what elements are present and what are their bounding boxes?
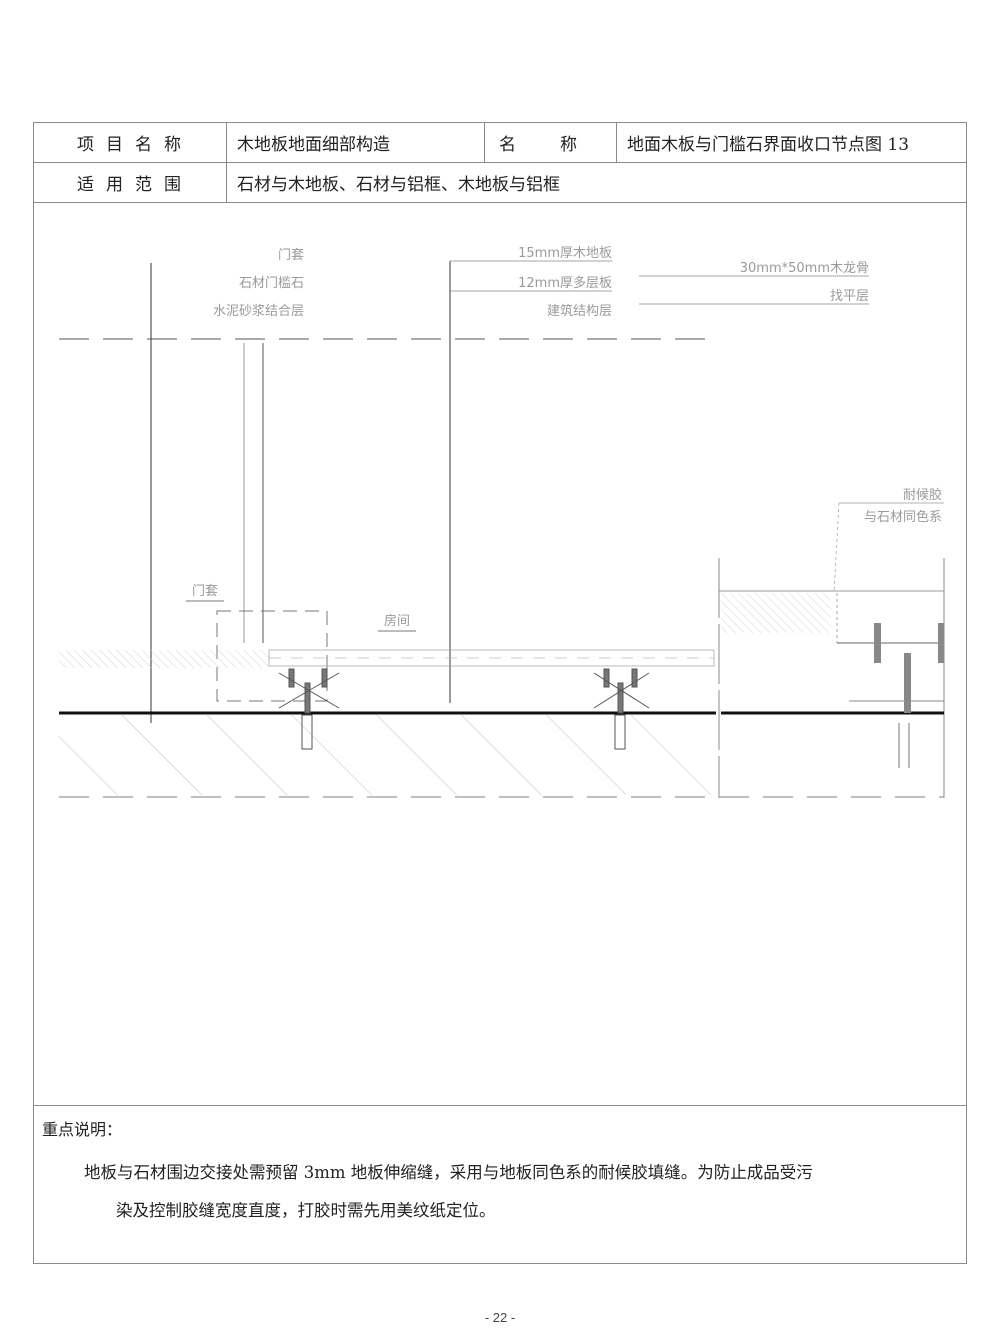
spec-sheet: 项目名称 木地板地面细部构造 名称 地面木板与门槛石界面收口节点图 13 适用范… [33,122,967,1264]
label-structure: 建筑结构层 [547,303,612,319]
key-notes-section: 重点说明： 地板与石材围边交接处需预留 3mm 地板伸缩缝，采用与地板同色系的耐… [34,1105,966,1263]
label-marker-door-casing: 门套 [192,583,218,599]
notes-line-1: 地板与石材围边交接处需预留 3mm 地板伸缩缝，采用与地板同色系的耐候胶填缝。为… [84,1163,813,1182]
label-stone-threshold: 石材门槛石 [239,276,304,291]
label-wood-floor: 15mm厚木地板 [518,246,612,261]
label-marker-room: 房间 [384,613,410,629]
label-door-casing: 门套 [278,247,304,263]
project-name-value: 木地板地面细部构造 [226,123,484,162]
notes-body: 地板与石材围边交接处需预留 3mm 地板伸缩缝，采用与地板同色系的耐候胶填缝。为… [84,1154,956,1230]
header-row-project: 项目名称 木地板地面细部构造 名称 地面木板与门槛石界面收口节点图 13 [34,123,966,163]
name-label-a: 名 [499,135,516,155]
notes-title: 重点说明： [42,1120,123,1139]
label-sealant: 耐候胶 [903,487,942,503]
section-drawing-svg: 门套 石材门槛石 水泥砂浆结合层 15mm厚木地板 12mm厚多层板 建筑结构层… [59,246,945,798]
scope-value: 石材与木地板、石材与铝框、木地板与铝框 [226,163,966,202]
label-same-color: 与石材同色系 [864,509,942,525]
scope-label: 适用范围 [77,175,193,195]
label-wood-keel: 30mm*50mm木龙骨 [740,261,869,276]
notes-line-2: 染及控制胶缝宽度直度，打胶时需先用美纹纸定位。 [116,1201,496,1220]
name-label: 名称 [484,123,616,162]
label-leveling-layer: 找平层 [830,289,869,304]
label-mortar-layer: 水泥砂浆结合层 [213,304,304,319]
page-number: - 22 - [484,1310,516,1325]
project-name-label: 项目名称 [77,135,193,155]
name-label-b: 称 [560,135,577,155]
construction-detail-drawing: 门套 石材门槛石 水泥砂浆结合层 15mm厚木地板 12mm厚多层板 建筑结构层… [34,203,966,1105]
header-row-scope: 适用范围 石材与木地板、石材与铝框、木地板与铝框 [34,163,966,203]
name-value: 地面木板与门槛石界面收口节点图 13 [616,123,966,162]
label-plywood: 12mm厚多层板 [518,275,612,291]
